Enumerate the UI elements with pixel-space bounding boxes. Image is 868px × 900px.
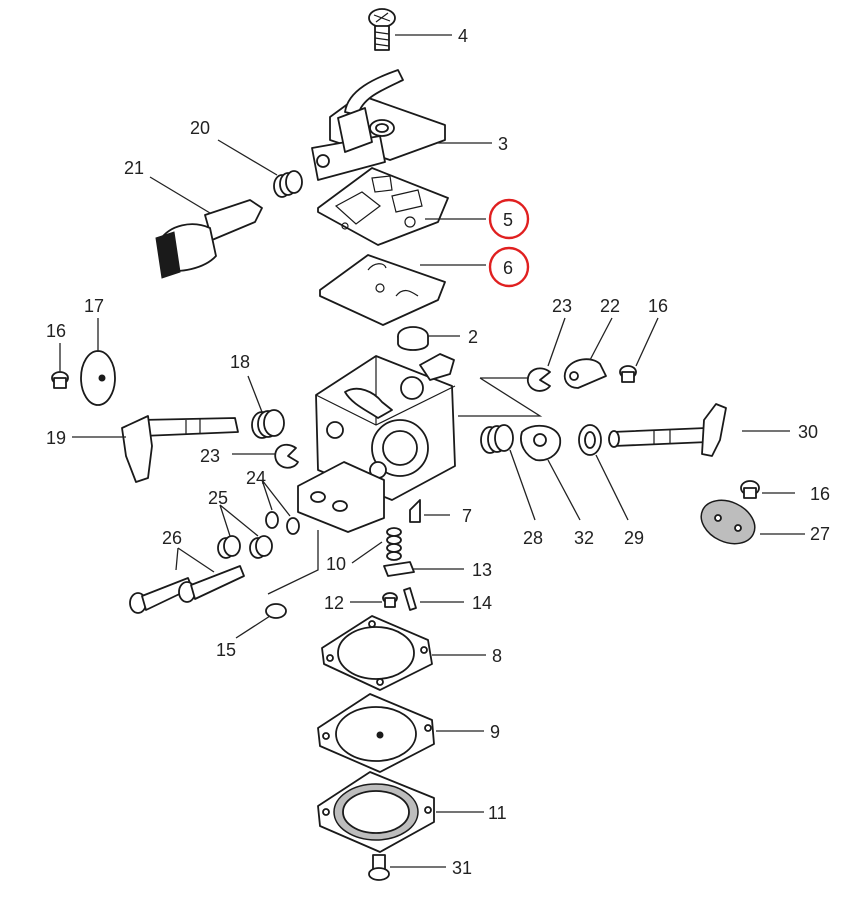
part-3-cover	[311, 69, 446, 181]
label-10: 10	[326, 554, 346, 574]
label-17: 17	[84, 296, 104, 316]
part-29-washer	[578, 424, 602, 456]
label-22: 22	[600, 296, 620, 316]
part-22-lever	[563, 358, 607, 389]
label-9: 9	[490, 722, 500, 742]
part-21-choke-knob	[155, 199, 263, 279]
label-2: 2	[468, 327, 478, 347]
label-28: 28	[523, 528, 543, 548]
part-11-cover	[317, 771, 435, 853]
part-8-gasket	[321, 615, 433, 691]
label-32: 32	[574, 528, 594, 548]
label-19: 19	[46, 428, 66, 448]
label-16-left: 16	[46, 321, 66, 341]
label-14: 14	[472, 593, 492, 613]
highlight-circle-6	[488, 246, 530, 288]
highlight-circles	[488, 198, 530, 288]
part-27-choke-plate	[700, 499, 756, 545]
carburetor-body	[297, 353, 456, 533]
label-25: 25	[208, 488, 228, 508]
label-18: 18	[230, 352, 250, 372]
part-9-diaphragm	[317, 693, 435, 773]
part-13-lever	[383, 561, 415, 577]
part-16-screw-lower	[740, 480, 760, 499]
part-25-springs	[217, 535, 273, 559]
part-labels: 4 3 20 21 5 6 2 17 16 18 19 23 23 22 16 …	[46, 26, 830, 878]
part-7-needle	[409, 499, 421, 523]
label-24: 24	[246, 468, 266, 488]
part-4-screw	[368, 8, 396, 51]
label-16-right: 16	[648, 296, 668, 316]
label-5: 5	[503, 210, 513, 230]
label-30: 30	[798, 422, 818, 442]
part-14-pin	[403, 587, 417, 611]
part-17-disc	[80, 350, 116, 406]
part-16-screw-right	[619, 365, 637, 383]
label-20: 20	[190, 118, 210, 138]
label-23-right: 23	[552, 296, 572, 316]
label-8: 8	[492, 646, 502, 666]
label-21: 21	[124, 158, 144, 178]
label-11: 11	[488, 803, 507, 823]
label-26: 26	[162, 528, 182, 548]
part-23-clip-left	[274, 443, 299, 469]
label-27: 27	[810, 524, 830, 544]
part-15-disc	[265, 603, 287, 619]
label-6: 6	[503, 258, 513, 278]
part-19-throttle-shaft	[121, 415, 239, 483]
part-6-plate	[319, 254, 446, 326]
label-31: 31	[452, 858, 472, 878]
label-7: 7	[462, 506, 472, 526]
part-32-cam	[520, 424, 562, 462]
part-2-plug	[397, 326, 429, 351]
label-16-lower: 16	[810, 484, 830, 504]
label-13: 13	[472, 560, 492, 580]
part-31-screw	[368, 854, 390, 881]
label-15: 15	[216, 640, 236, 660]
part-30-choke-shaft	[608, 403, 727, 457]
label-3: 3	[498, 134, 508, 154]
leader-lines	[59, 34, 805, 868]
part-28-spring	[480, 424, 514, 454]
part-20-spring	[273, 170, 303, 198]
part-5-gasket	[317, 167, 449, 246]
part-26-needles	[129, 565, 245, 614]
label-23-left: 23	[200, 446, 220, 466]
part-10-spring	[386, 527, 402, 561]
part-18-spring	[251, 409, 285, 439]
label-4: 4	[458, 26, 468, 46]
highlight-circle-5	[488, 198, 530, 240]
part-23-clip-right	[527, 367, 551, 392]
label-29: 29	[624, 528, 644, 548]
part-16-screw-left	[51, 371, 69, 389]
part-24-o-rings	[265, 511, 300, 535]
part-12-screw	[382, 592, 398, 608]
label-12: 12	[324, 593, 344, 613]
